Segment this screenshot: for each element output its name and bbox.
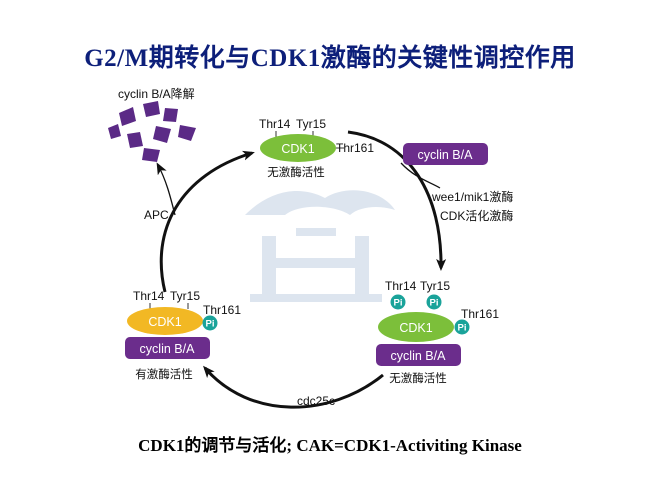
- right-tyr15-label: Tyr15: [420, 279, 450, 293]
- left-cdk1-label: CDK1: [148, 315, 181, 329]
- left-tyr15-label: Tyr15: [170, 289, 200, 303]
- top-tyr15-label: Tyr15: [296, 117, 326, 131]
- left-cyclin-box: [125, 337, 210, 359]
- left-status-label: 有激酶活性: [135, 367, 193, 381]
- right-pi-thr14: Pi: [394, 298, 403, 309]
- kinase-label-cak: CDK活化激酶: [440, 208, 513, 223]
- cycle-arrow-left: [159, 150, 255, 293]
- left-cdk1-node: [127, 307, 203, 335]
- left-thr161-label: Thr161: [203, 303, 241, 317]
- cdc25c-label: cdc25c: [297, 394, 335, 408]
- cycle-arrow-bottom: [203, 365, 384, 409]
- phosphate-icon: Pi: [202, 315, 218, 331]
- cycle-arrow-top-right: [347, 130, 447, 271]
- right-cdk1-node: [378, 312, 454, 342]
- figure-caption: CDK1的调节与活化; CAK=CDK1-Activiting Kinase: [138, 436, 522, 455]
- right-thr161-label: Thr161: [461, 307, 499, 321]
- right-pi-tyr15: Pi: [430, 298, 439, 309]
- watermark-logo-icon: [245, 190, 395, 302]
- right-cdk1-label: CDK1: [399, 321, 432, 335]
- right-cyclin-label: cyclin B/A: [391, 349, 447, 363]
- phosphate-icon: Pi: [390, 294, 406, 310]
- apc-arrow: [156, 162, 176, 216]
- top-status-label: 无激酶活性: [267, 165, 325, 179]
- free-cyclin-label: cyclin B/A: [418, 148, 474, 162]
- top-cdk1-node: [260, 134, 336, 162]
- top-thr161-label: Thr161: [336, 141, 374, 155]
- right-cyclin-box: [376, 344, 461, 366]
- apc-label: APC: [144, 208, 169, 222]
- top-cdk1-label: CDK1: [281, 142, 314, 156]
- phosphate-icon: Pi: [454, 319, 470, 335]
- right-status-label: 无激酶活性: [389, 371, 447, 385]
- right-pi-thr161: Pi: [458, 323, 467, 334]
- degraded-cyclin-label: cyclin B/A降解: [118, 87, 195, 101]
- right-thr14-label: Thr14: [385, 279, 417, 293]
- top-thr14-label: Thr14: [259, 117, 291, 131]
- left-thr14-label: Thr14: [133, 289, 165, 303]
- page-title: G2/M期转化与CDK1激酶的关键性调控作用: [84, 45, 576, 72]
- phosphate-icon: Pi: [426, 294, 442, 310]
- kinase-arrow: [400, 162, 441, 189]
- degraded-fragment-icon: [108, 101, 196, 162]
- left-pi-thr161: Pi: [206, 319, 215, 330]
- left-cyclin-label: cyclin B/A: [140, 342, 196, 356]
- free-cyclin-box: [403, 143, 488, 165]
- kinase-label-wee1: wee1/mik1激酶: [431, 189, 513, 204]
